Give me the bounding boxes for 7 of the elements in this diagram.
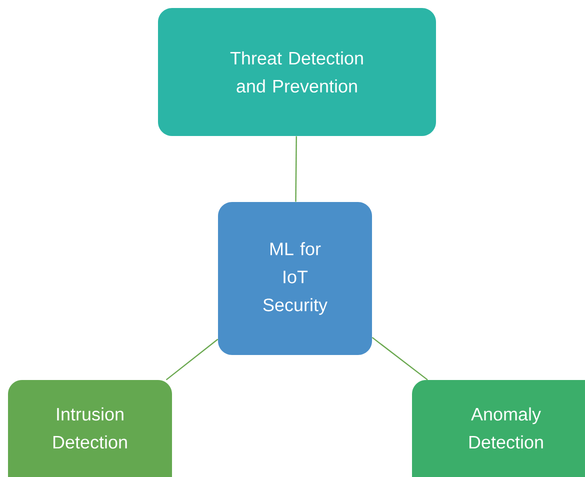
process-box: Threat Detection and Prevention bbox=[158, 8, 436, 136]
process-box: ML for IoT Security bbox=[218, 202, 372, 355]
process-box: Anomaly Detection bbox=[412, 380, 585, 477]
connector-line bbox=[372, 336, 428, 380]
process-box: Intrusion Detection bbox=[8, 380, 172, 477]
connector-line bbox=[295, 136, 297, 202]
connector-line bbox=[166, 338, 218, 380]
